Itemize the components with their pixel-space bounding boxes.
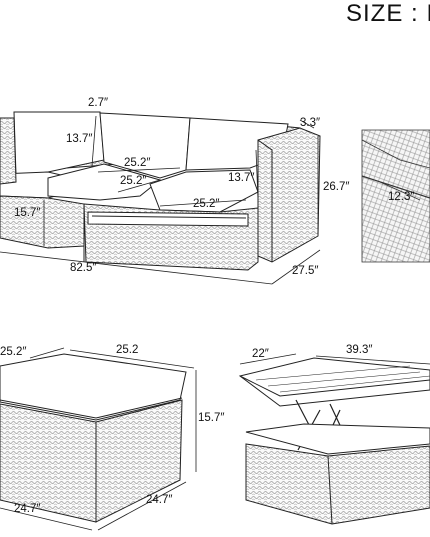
dim-table-depth: 22″ [252, 348, 269, 360]
table-base-top [245, 423, 430, 455]
dim-detail-gap: 12.3″ [388, 191, 415, 203]
dim-sofa-depth: 27.5″ [292, 265, 319, 277]
table-top [238, 357, 430, 407]
dim-ottoman-top-left: 25.2″ [0, 346, 27, 358]
ottoman-dimension-lines [0, 347, 197, 531]
dim-ottoman-base-right: 24.7″ [146, 494, 173, 506]
dim-sofa-cushion-depth-1: 25.2″ [124, 157, 151, 169]
sofa-back-cushion-2 [99, 112, 191, 179]
dim-sofa-arm-width: 3.3″ [300, 117, 321, 129]
dim-ottoman-top-right: 25.2 [116, 344, 139, 356]
dim-sofa-back-height: 13.7″ [66, 133, 93, 145]
dim-sofa-seat-gap: 2.7″ [88, 97, 109, 109]
dim-sofa-total-height: 26.7″ [323, 181, 350, 193]
dim-sofa-cushion-width: 25.2″ [193, 198, 220, 210]
dim-table-length: 39.3″ [346, 344, 373, 356]
sofa-drawing [0, 111, 321, 271]
dim-sofa-cushion-depth-2: 25.2″ [120, 175, 147, 187]
dim-sofa-length: 82.5″ [70, 262, 97, 274]
sofa-drawer [87, 211, 249, 227]
ottoman-side [95, 399, 183, 523]
sofa-front-left [0, 195, 85, 249]
detail-crop-drawing [361, 129, 430, 263]
table-dimension-lines [239, 353, 430, 365]
dim-sofa-seat-height: 15.7″ [14, 207, 41, 219]
dim-ottoman-height: 15.7″ [198, 412, 225, 424]
size-title: SIZE : I [346, 0, 430, 27]
dim-sofa-arm-height: 13.7″ [228, 172, 255, 184]
sofa-right-arm [257, 127, 321, 263]
sofa-seat-cushion-2 [47, 163, 162, 201]
sofa-left-arm [0, 117, 17, 185]
table-drawing [238, 357, 430, 525]
table-base-front [245, 443, 430, 525]
dim-ottoman-base-left: 24.7″ [14, 503, 41, 515]
sofa-dimension-lines [0, 115, 321, 285]
ottoman-drawing [0, 353, 187, 523]
